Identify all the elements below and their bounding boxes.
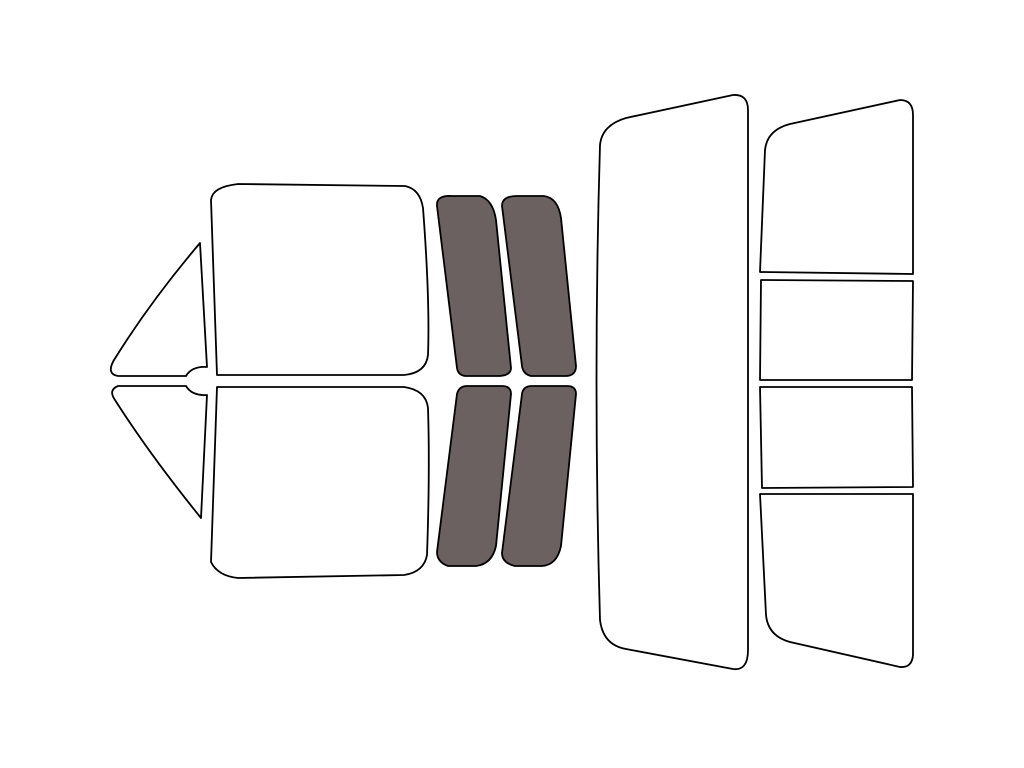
rear-door-window-bottom-1[interactable] [436,385,512,567]
vent-window-top[interactable] [109,242,208,377]
rear-window-middle-top[interactable] [759,279,914,381]
rear-window-bottom[interactable] [759,493,914,668]
front-door-window-top[interactable] [210,183,430,376]
windshield[interactable] [595,94,749,671]
vent-window-bottom[interactable] [111,385,208,519]
rear-door-window-top-2[interactable] [501,195,577,377]
front-door-window-bottom[interactable] [210,386,430,579]
rear-window-top[interactable] [759,99,914,275]
rear-door-window-top-1[interactable] [436,195,512,377]
rear-window-middle-bottom[interactable] [759,386,914,489]
rear-door-window-bottom-2[interactable] [501,385,577,567]
